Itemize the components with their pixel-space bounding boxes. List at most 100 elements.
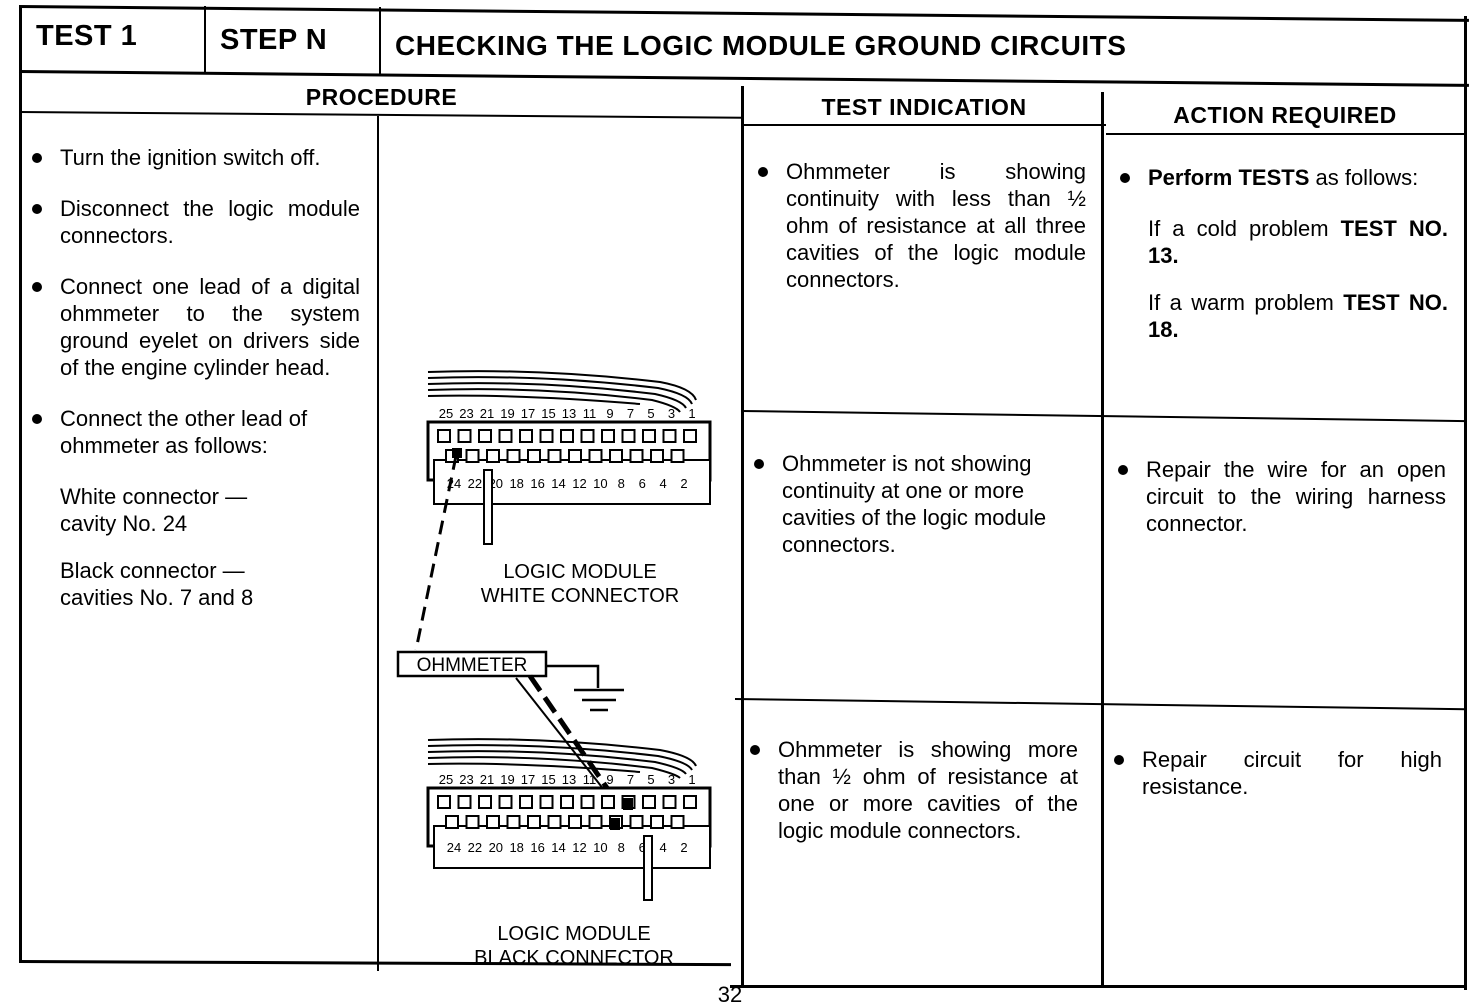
black-even-pin-4: 4: [659, 840, 666, 855]
white-cavity: [478, 429, 492, 443]
white-cavity: [621, 429, 636, 443]
black-cavity: [506, 815, 521, 829]
black-cavity: [601, 795, 615, 809]
row-1-action-rest: as follows:: [1309, 165, 1419, 190]
white-even-pin-12: 12: [572, 476, 586, 491]
white-test-lead: [414, 455, 458, 651]
black-connector-wires: [427, 738, 697, 779]
black-odd-pin-7: 7: [627, 772, 634, 787]
white-cavity: [588, 449, 603, 463]
white-even-pin-22: 22: [468, 476, 482, 491]
white-connector-cavities: [437, 429, 697, 463]
black-caption-line-1: LOGIC MODULE: [497, 923, 651, 945]
black-caption-line-2: BLACK CONNECTOR: [474, 947, 674, 969]
ohmmeter-label: OHMMETER: [417, 655, 528, 676]
header-sep-2: [379, 7, 381, 75]
procedure-steps: Turn the ignition switch off. Disconnect…: [26, 144, 360, 631]
white-odd-pin-25: 25: [439, 406, 453, 421]
black-cavity: [539, 795, 554, 809]
white-odd-pin-5: 5: [647, 406, 654, 421]
page-title: CHECKING THE LOGIC MODULE GROUND CIRCUIT…: [395, 30, 1127, 61]
row-1-action-item: Perform TESTS as follows:: [1114, 164, 1448, 191]
white-cavity: [498, 429, 513, 443]
row-2-action-text: Repair the wire for an open circuit to t…: [1112, 456, 1446, 537]
row-1-warm-text: If a warm problem: [1148, 290, 1344, 315]
black-cavity: [486, 815, 500, 829]
white-cavity: [457, 429, 472, 443]
white-caption-line-2: WHITE CONNECTOR: [480, 585, 680, 607]
black-cavity: [560, 795, 574, 809]
white-cavity: [650, 449, 664, 463]
white-odd-pin-11: 11: [583, 406, 597, 421]
action-header-line: [1106, 133, 1466, 135]
black-even-pin-18: 18: [509, 840, 523, 855]
black-connector-cavities: [437, 795, 697, 829]
black-even-pin-8: 8: [618, 840, 625, 855]
white-cavity: [437, 429, 451, 443]
black-even-pin-14: 14: [551, 840, 565, 855]
black-cavity: [662, 795, 677, 809]
black-connector-latch: [643, 835, 653, 901]
indication-action-sep: [1101, 92, 1104, 987]
black-cavity: [588, 815, 603, 829]
table-border-left: [19, 6, 22, 962]
test-indication-header: TEST INDICATION: [821, 94, 1027, 120]
table-border-bottom-right: [730, 985, 1467, 988]
white-odd-pin-3: 3: [668, 406, 675, 421]
black-cavity: [683, 795, 697, 809]
white-cavity: [683, 429, 697, 443]
step-label: STEP N: [220, 24, 328, 56]
black-even-pin-24: 24: [447, 840, 461, 855]
black-connector-lower-body: [433, 825, 711, 869]
white-cavity: [506, 449, 521, 463]
white-odd-pin-15: 15: [541, 406, 555, 421]
white-cavity: [486, 449, 500, 463]
black-cavity: [547, 815, 562, 829]
ground-symbol: [546, 664, 624, 712]
row-3-action-text: Repair circuit for high resistance.: [1108, 746, 1442, 800]
header-sep-1: [204, 6, 206, 72]
black-cavity: [519, 795, 533, 809]
white-even-pin-10: 10: [593, 476, 607, 491]
black-cavity: [478, 795, 492, 809]
white-cavity: [560, 429, 574, 443]
row-2-action: Repair the wire for an open circuit to t…: [1112, 456, 1446, 561]
row-1-indication-text: Ohmmeter is showing continuity with less…: [752, 158, 1086, 293]
white-connector-latch: [483, 469, 493, 545]
procedure-inner-sep: [377, 116, 379, 971]
white-cavity: [642, 429, 656, 443]
black-cavity-8-marker: [610, 818, 620, 830]
procedure-step-4: Connect the other lead of ohmmeter as fo…: [26, 405, 360, 459]
white-cavity: [527, 449, 541, 463]
white-odd-pin-13: 13: [562, 406, 576, 421]
black-cavity: [642, 795, 656, 809]
page-number: 32: [717, 982, 743, 1007]
black-odd-pin-1: 1: [688, 772, 695, 787]
white-cavity: [670, 449, 685, 463]
procedure-header: PROCEDURE: [305, 84, 458, 110]
procedure-step-1: Turn the ignition switch off.: [26, 144, 360, 171]
black-odd-pin-17: 17: [521, 772, 535, 787]
black-odd-pin-3: 3: [668, 772, 675, 787]
white-odd-pin-19: 19: [500, 406, 514, 421]
black-cavity: [465, 815, 480, 829]
procedure-step-2: Disconnect the logic module connectors.: [26, 195, 360, 249]
black-even-pin-22: 22: [468, 840, 482, 855]
black-connector-instruction: Black connector — cavities No. 7 and 8: [60, 558, 254, 610]
white-even-pin-18: 18: [509, 476, 523, 491]
white-cavity: [568, 449, 582, 463]
white-odd-pin-7: 7: [627, 406, 634, 421]
white-odd-pin-17: 17: [521, 406, 535, 421]
white-cavity: [465, 449, 480, 463]
indication-header-line: [744, 124, 1106, 126]
black-even-pin-2: 2: [680, 840, 687, 855]
black-cavity: [498, 795, 513, 809]
black-odd-pin-11: 11: [583, 772, 597, 787]
black-connector-caption: LOGIC MODULE BLACK CONNECTOR: [444, 922, 704, 970]
black-cavity: [437, 795, 451, 809]
row-2-indication: Ohmmeter is not showing continuity at on…: [748, 450, 1082, 582]
row-1-action-bold: Perform TESTS: [1148, 165, 1310, 190]
row-1-cold-test: TEST NO. 13.: [1148, 216, 1449, 268]
row-1-warm-problem: If a warm problem TEST NO. 18.: [1148, 289, 1448, 343]
